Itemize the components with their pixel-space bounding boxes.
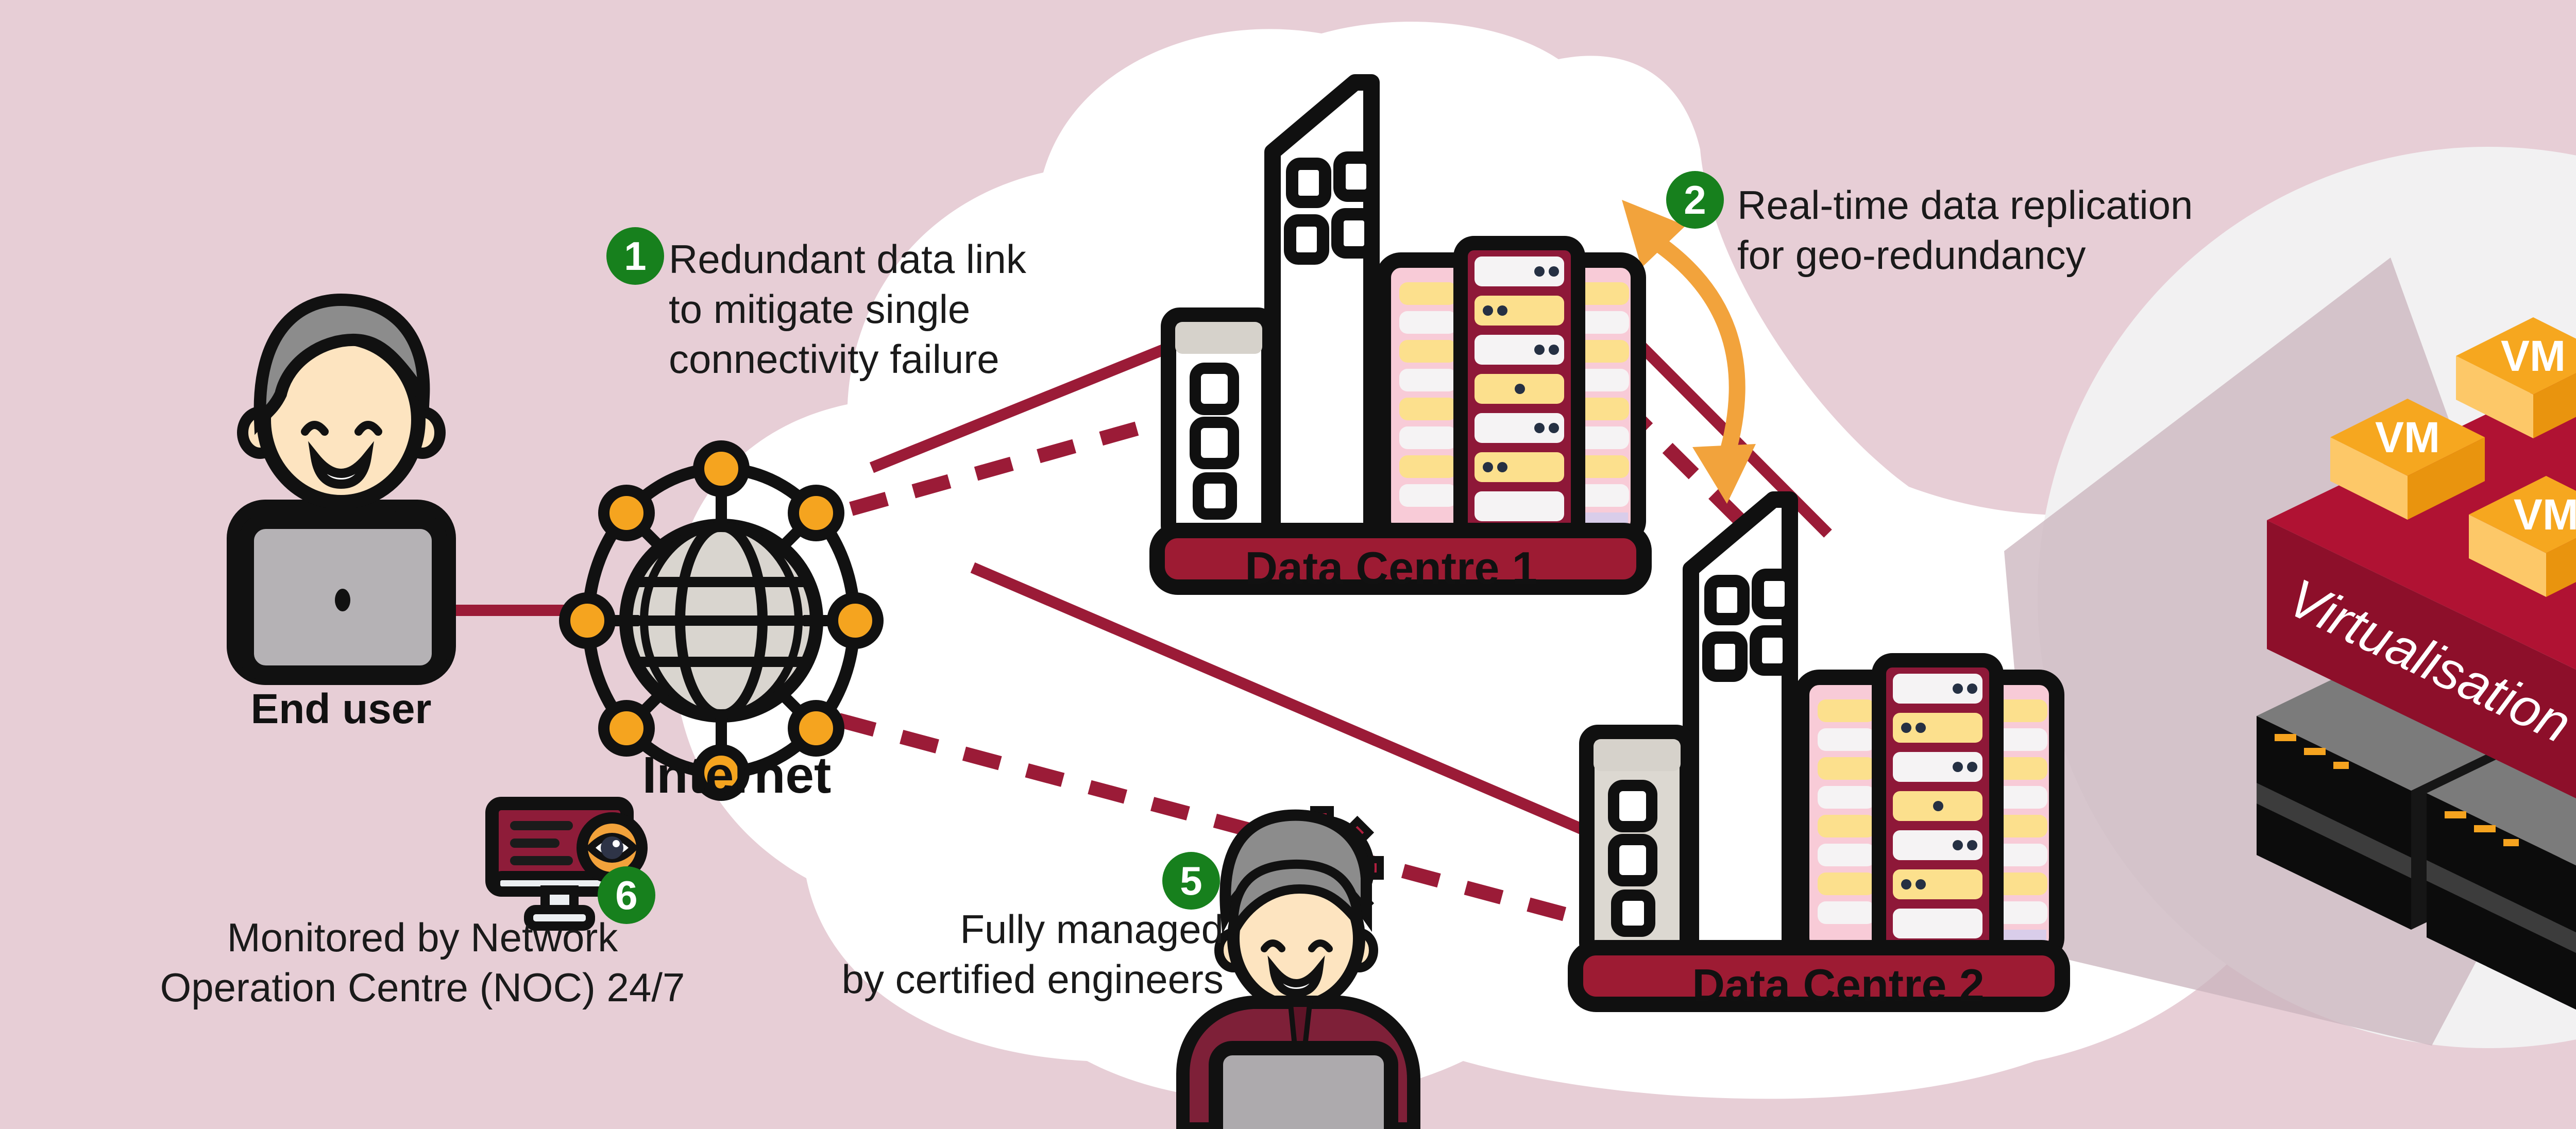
badge-2: 2 [1666, 171, 1724, 229]
datacenter-2-icon [1568, 491, 2070, 1012]
link-dc1-dc2-dashed [1570, 351, 1793, 573]
vm-box-icon: VM [2330, 399, 2485, 520]
person-user-icon [227, 293, 456, 685]
vm-box-icon: VM [2456, 317, 2576, 438]
vm-box-icon: VM [2469, 476, 2576, 597]
globe-network-icon [559, 440, 884, 801]
annotation-1-text: Redundant data link to mitigate single c… [669, 236, 1026, 382]
person-engineer-icon [1176, 806, 1420, 1129]
sync-arrow-icon [1622, 200, 1756, 504]
annotation-5-text: Fully managed by certified engineers [841, 906, 1224, 1002]
badge-1: 1 [606, 227, 664, 285]
badge-6: 6 [598, 866, 655, 924]
link-internet-dc1-solid [869, 335, 1188, 473]
annotation-6-text: Monitored by Network Operation Centre (N… [160, 915, 685, 1010]
vm-boxes: VM VM VM VM VM [2330, 317, 2576, 597]
data-centre-1-label: Data Centre 1 [1245, 542, 1537, 593]
virtualisation-platform: Virtualisation Platform [2267, 371, 2576, 798]
svg-text:VM: VM [2501, 332, 2566, 380]
badge-5: 5 [1162, 852, 1220, 910]
monitor-eye-icon [485, 797, 648, 931]
data-centre-2-label: Data Centre 2 [1692, 960, 1985, 1011]
link-internet-dc1-dashed [849, 411, 1176, 516]
end-user-label: End user [250, 686, 432, 732]
svg-text:VM: VM [2375, 413, 2440, 461]
internet-label: Internet [642, 746, 832, 804]
annotation-2-text: Real-time data replication for geo-redun… [1737, 182, 2193, 278]
svg-text:VM: VM [2514, 490, 2576, 539]
datacenter-1-icon [1149, 74, 1652, 595]
link-internet-dc2-solid [970, 562, 1595, 839]
